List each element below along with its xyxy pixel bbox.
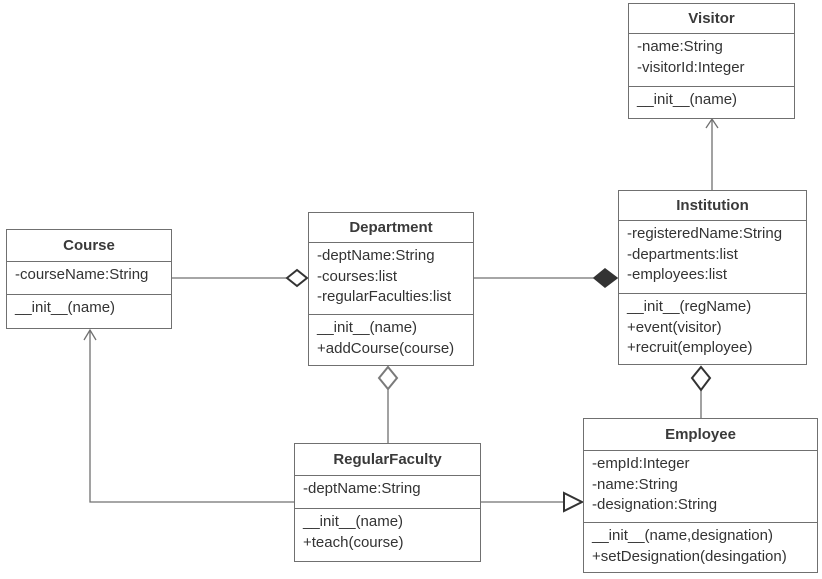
- method: __init__(name): [303, 513, 404, 530]
- attributes-section: -registeredName:String -departments:list…: [619, 221, 806, 294]
- open-arrow-head-course: [83, 328, 97, 341]
- open-arrow-head-visitor: [705, 117, 719, 129]
- class-name: Course: [7, 230, 171, 262]
- attribute: -registeredName:String: [627, 225, 783, 242]
- methods-section: __init__(name) +addCourse(course): [309, 315, 473, 362]
- method: __init__(name): [317, 319, 418, 336]
- class-name: Department: [309, 213, 473, 243]
- attributes-section: -empId:Integer -name:String -designation…: [584, 451, 817, 523]
- class-name: Visitor: [629, 4, 794, 34]
- method: __init__(name): [15, 299, 116, 316]
- attribute: -departments:list: [627, 245, 738, 263]
- attribute: -empId:Integer: [592, 455, 690, 472]
- attribute: -regularFaculties:list: [317, 288, 452, 305]
- attribute: -name:String: [637, 38, 723, 55]
- methods-section: __init__(name): [7, 295, 171, 322]
- methods-section: __init__(name): [629, 87, 794, 114]
- attributes-section: -courseName:String: [7, 262, 171, 295]
- method: +addCourse(course): [317, 339, 455, 357]
- class-department: Department -deptName:String -courses:lis…: [308, 212, 474, 366]
- class-name: RegularFaculty: [295, 444, 480, 476]
- aggregation-diamond-department-left: [285, 268, 309, 288]
- class-visitor: Visitor -name:String -visitorId:Integer …: [628, 3, 795, 119]
- class-regular-faculty: RegularFaculty -deptName:String __init__…: [294, 443, 481, 562]
- attribute: -employees:list: [627, 266, 728, 283]
- class-employee: Employee -empId:Integer -name:String -de…: [583, 418, 818, 573]
- attributes-section: -deptName:String: [295, 476, 480, 509]
- class-name: Institution: [619, 191, 806, 221]
- composition-diamond-institution: [592, 268, 619, 288]
- method: __init__(name,designation): [592, 527, 773, 544]
- attribute: -courses:list: [317, 267, 398, 285]
- method: __init__(regName): [627, 298, 752, 315]
- method: +teach(course): [303, 533, 404, 551]
- method: +setDesignation(desingation): [592, 547, 787, 565]
- attribute: -name:String: [592, 475, 678, 493]
- method: __init__(name): [637, 91, 738, 108]
- attributes-section: -deptName:String -courses:list -regularF…: [309, 243, 473, 315]
- attribute: -designation:String: [592, 496, 718, 513]
- attribute: -courseName:String: [15, 266, 149, 283]
- generalization-triangle-employee: [563, 491, 585, 513]
- attribute: -visitorId:Integer: [637, 58, 745, 76]
- methods-section: __init__(regName) +event(visitor) +recru…: [619, 294, 806, 362]
- aggregation-diamond-department-bottom: [377, 365, 399, 391]
- method: +event(visitor): [627, 318, 722, 336]
- method: +recruit(employee): [627, 339, 753, 356]
- methods-section: __init__(name,designation) +setDesignati…: [584, 523, 817, 570]
- attribute: -deptName:String: [317, 247, 435, 264]
- attributes-section: -name:String -visitorId:Integer: [629, 34, 794, 87]
- class-institution: Institution -registeredName:String -depa…: [618, 190, 807, 365]
- class-name: Employee: [584, 419, 817, 451]
- attribute: -deptName:String: [303, 480, 421, 497]
- aggregation-diamond-institution-bottom: [690, 365, 712, 392]
- methods-section: __init__(name) +teach(course): [295, 509, 480, 556]
- faculty-to-course-line: [89, 330, 294, 503]
- class-course: Course -courseName:String __init__(name): [6, 229, 172, 329]
